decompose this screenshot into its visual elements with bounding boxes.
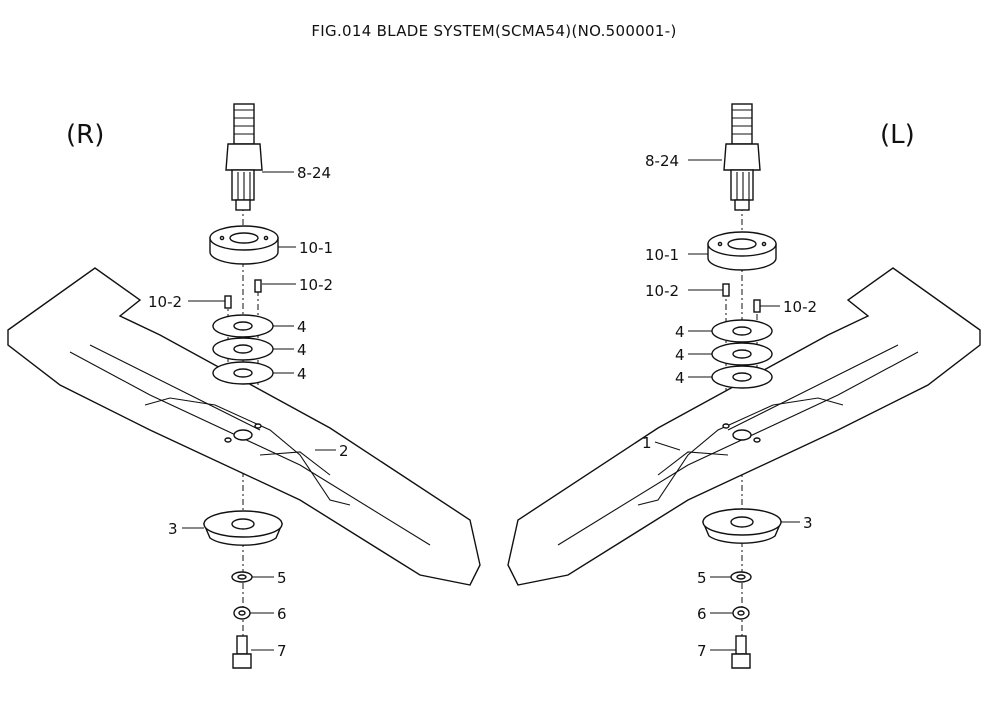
left-label-washer-bottom: 4: [675, 369, 685, 387]
right-side-tag: (R): [66, 120, 105, 150]
left-bolt: [731, 635, 751, 669]
right-label-blade: 2: [339, 442, 349, 460]
left-label-washer-top: 4: [675, 323, 685, 341]
right-shaft: [225, 103, 263, 211]
left-side-tag: (L): [880, 120, 915, 150]
right-blade: [7, 267, 481, 586]
left-pin-a: [722, 283, 730, 297]
right-label-bearing: 10-1: [299, 239, 333, 257]
right-washers: [212, 314, 274, 385]
right-label-washer-bottom: 4: [297, 365, 307, 383]
right-label-flat-washer: 5: [277, 569, 287, 587]
right-pin-a: [254, 279, 262, 293]
right-label-pin-b: 10-2: [148, 293, 182, 311]
figure-title: FIG.014 BLADE SYSTEM(SCMA54)(NO.500001-): [311, 22, 677, 40]
left-blade: [507, 267, 981, 586]
right-pin-b: [224, 295, 232, 309]
left-label-pin-b: 10-2: [783, 298, 817, 316]
left-label-shaft: 8-24: [645, 152, 679, 170]
right-hub: [202, 510, 284, 546]
left-label-pin-a: 10-2: [645, 282, 679, 300]
right-label-washer-mid: 4: [297, 341, 307, 359]
left-bearing: [707, 231, 777, 271]
left-shaft: [723, 103, 761, 211]
left-label-bearing: 10-1: [645, 246, 679, 264]
right-bolt: [232, 635, 252, 669]
right-label-bolt: 7: [277, 642, 287, 660]
left-washers: [711, 319, 773, 389]
right-label-spring-washer: 6: [277, 605, 287, 623]
right-label-shaft: 8-24: [297, 164, 331, 182]
left-hub: [701, 508, 783, 544]
right-bearing: [209, 225, 279, 265]
left-assembly: 8-24 10-1 10-2 10-2 4 4 4 1 3 5 6 7: [507, 103, 981, 669]
left-label-bolt: 7: [697, 642, 707, 660]
left-pin-b: [753, 299, 761, 313]
right-label-washer-top: 4: [297, 318, 307, 336]
left-label-blade: 1: [642, 434, 652, 452]
left-label-spring-washer: 6: [697, 605, 707, 623]
right-label-hub: 3: [168, 520, 178, 538]
right-label-pin-a: 10-2: [299, 276, 333, 294]
left-label-washer-mid: 4: [675, 346, 685, 364]
left-label-hub: 3: [803, 514, 813, 532]
left-label-flat-washer: 5: [697, 569, 707, 587]
right-assembly: 8-24 10-1 10-2 10-2 4 4 4 2 3 5 6 7: [7, 103, 481, 669]
